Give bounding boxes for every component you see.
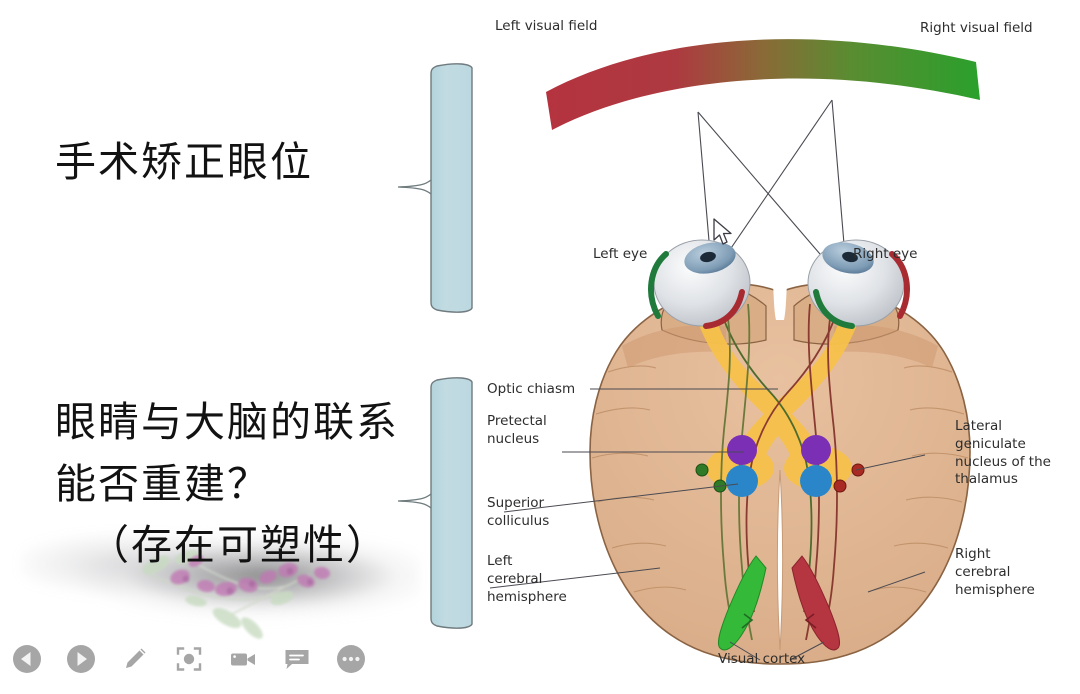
headline-surgery-correction: 手术矫正眼位 [55,138,313,186]
label-left-cerebral-hemisphere: Left cerebral hemisphere [487,553,567,605]
pretectal-nucleus-left [727,435,757,465]
more-options-button[interactable] [324,632,378,686]
headline-eye-brain-connection: 眼睛与大脑的联系 [55,398,399,446]
superior-colliculus-left [726,465,758,497]
label-superior-colliculus: Superior colliculus [487,495,550,529]
diagram-svg [489,39,980,665]
bracket-bottom [397,377,473,629]
laser-pointer-button[interactable] [162,632,216,686]
label-pretectal-nucleus: Pretectal nucleus [487,413,547,447]
label-left-visual-field: Left visual field [495,18,598,34]
label-right-visual-field: Right visual field [920,20,1033,36]
eye-right [807,239,910,329]
eye-left [648,239,751,329]
play-icon [67,645,95,673]
previous-slide-button[interactable] [0,632,54,686]
visual-pathway-diagram: Left visual field Right visual field Lef… [480,0,1080,694]
leader-lines [489,388,926,661]
leader-visual-cortex-left [729,641,761,661]
pretectal-nucleus-right [801,435,831,465]
laser-pointer-icon [176,647,202,671]
brain-body [589,283,971,665]
leader-right-hemisphere [867,571,926,593]
chat-icon [285,650,309,669]
pen-icon [126,648,146,668]
leader-superior-colliculus [503,483,739,513]
label-left-eye: Left eye [593,246,648,262]
comments-button[interactable] [270,632,324,686]
leader-lgn [855,454,926,471]
play-slide-button[interactable] [54,632,108,686]
previous-icon [13,645,41,673]
label-visual-cortex: Visual cortex [718,651,806,667]
pen-tool-button[interactable] [108,632,162,686]
superior-colliculus-right [800,465,832,497]
presentation-toolbar[interactable] [0,628,400,690]
label-right-cerebral-hemisphere: Right cerebral hemisphere [955,546,1035,598]
visual-field-band [546,39,980,130]
headline-can-rebuild-question: 能否重建？ [55,460,270,508]
visual-cortex-strips [717,555,841,651]
leader-visual-cortex-right [789,641,825,661]
label-optic-chiasm: Optic chiasm [487,381,576,397]
leader-left-hemisphere [489,567,661,589]
ellipsis-icon [337,645,365,673]
bracket-top [397,63,473,313]
lgn-dot-red-inner [833,479,847,493]
record-video-button[interactable] [216,632,270,686]
video-camera-icon [231,653,255,666]
label-lateral-geniculate-nucleus: Lateral geniculate nucleus of the thalam… [955,418,1051,488]
label-right-eye: Right eye [853,246,918,262]
headline-plasticity-note: （存在可塑性） [88,521,389,569]
lgn-dot-green-outer [695,463,709,477]
